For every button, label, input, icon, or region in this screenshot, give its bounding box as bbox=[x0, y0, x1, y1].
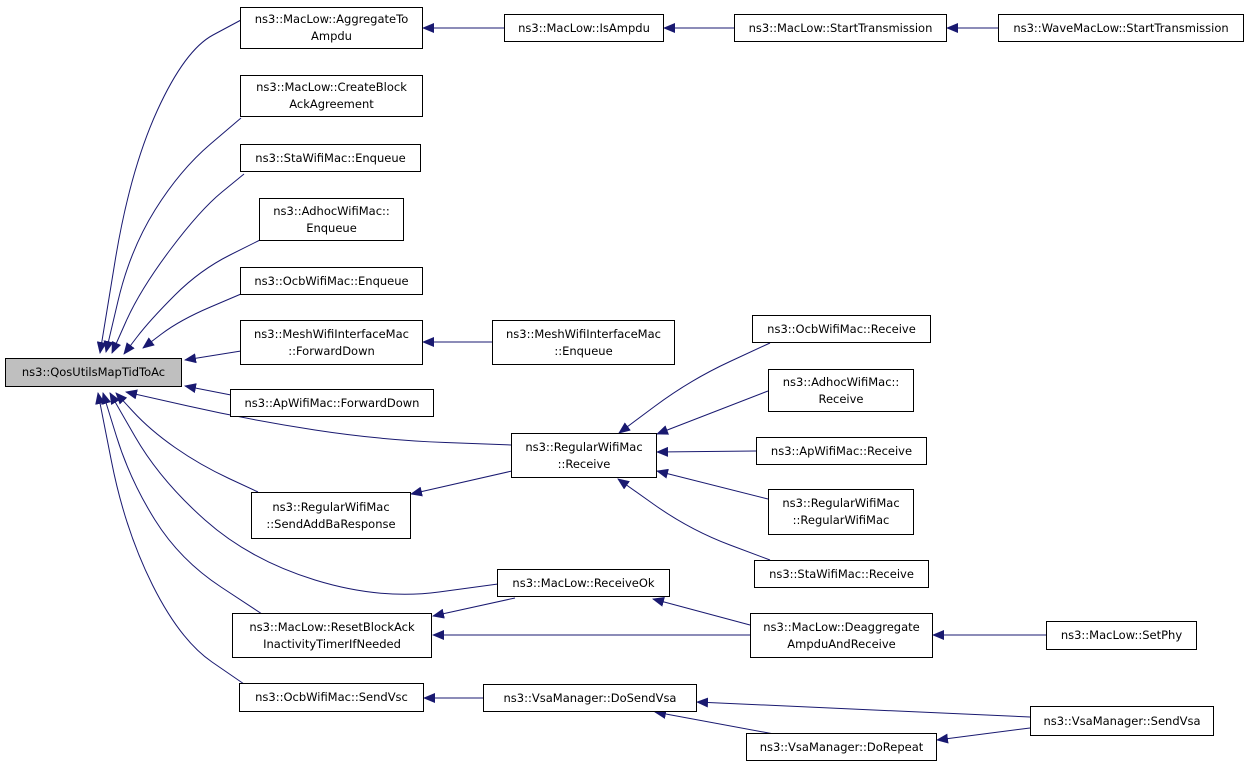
node-ap-forward-down[interactable]: ns3::ApWifiMac::ForwardDown bbox=[230, 389, 434, 417]
edge-do_repeat-to-do_send_vsa bbox=[654, 709, 775, 735]
node-label-line: ns3::MacLow::Deaggregate bbox=[763, 619, 920, 634]
edge-ap_forward_down-to-root bbox=[184, 383, 232, 396]
edge-sta_receive-to-regular_receive bbox=[617, 478, 771, 561]
node-sta-receive[interactable]: ns3::StaWifiMac::Receive bbox=[754, 560, 929, 588]
node-start-transmission[interactable]: ns3::MacLow::StartTransmission bbox=[734, 14, 947, 42]
node-label-line: ns3::StaWifiMac::Enqueue bbox=[255, 150, 406, 165]
node-ocb-receive[interactable]: ns3::OcbWifiMac::Receive bbox=[752, 315, 931, 343]
node-receive-ok[interactable]: ns3::MacLow::ReceiveOk bbox=[497, 569, 670, 597]
node-label-line: ns3::AdhocWifiMac:: bbox=[782, 374, 900, 389]
node-label-line: ns3::MacLow::IsAmpdu bbox=[518, 20, 650, 35]
node-label-line: AckAgreement bbox=[289, 97, 374, 111]
node-mesh-forward-down[interactable]: ns3::MeshWifiInterfaceMac::ForwardDown bbox=[240, 320, 423, 365]
node-label-line: ns3::MacLow::ResetBlockAck bbox=[249, 619, 415, 634]
node-mesh-enqueue[interactable]: ns3::MeshWifiInterfaceMac::Enqueue bbox=[492, 320, 675, 365]
node-label-line: ns3::MacLow::AggregateTo bbox=[254, 12, 409, 26]
node-do-repeat[interactable]: ns3::VsaManager::DoRepeat bbox=[746, 733, 937, 761]
edge-create_block_ack-to-root bbox=[103, 117, 242, 353]
node-label-line: ns3::OcbWifiMac::SendVsc bbox=[255, 690, 408, 704]
edge-receive_ok-to-reset_block_ack bbox=[432, 597, 516, 619]
node-label-line: ::Receive bbox=[557, 456, 611, 471]
node-send-addba[interactable]: ns3::RegularWifiMac::SendAddBaResponse bbox=[251, 492, 411, 539]
node-label-line: AmpduAndReceive bbox=[787, 636, 896, 651]
node-label-line: ns3::ApWifiMac::ForwardDown bbox=[244, 395, 420, 410]
node-label-line: ns3::QosUtilsMapTidToAc bbox=[21, 365, 166, 379]
node-label-line: ns3::OcbWifiMac::Enqueue bbox=[254, 273, 409, 288]
edge-ocb_enqueue-to-root bbox=[142, 293, 242, 349]
node-label-line: ns3::OcbWifiMac::Receive bbox=[767, 321, 916, 336]
node-label-line: ns3::MeshWifiInterfaceMac bbox=[254, 326, 409, 341]
node-sta-enqueue[interactable]: ns3::StaWifiMac::Enqueue bbox=[240, 144, 421, 172]
node-label-line: ::RegularWifiMac bbox=[792, 513, 890, 527]
edge-adhoc_enqueue-to-root bbox=[123, 239, 261, 355]
edge-mesh_forward_down-to-root bbox=[184, 350, 242, 364]
edge-regular_receive-to-root bbox=[125, 389, 512, 446]
edge-regular_ctor-to-regular_receive bbox=[656, 468, 769, 500]
edge-deaggregate-to-receive_ok bbox=[652, 597, 751, 626]
node-label-line: ns3::ApWifiMac::Receive bbox=[770, 443, 913, 458]
edge-adhoc_receive-to-regular_receive bbox=[656, 390, 769, 435]
edge-ap_receive-to-regular_receive bbox=[656, 446, 757, 457]
edge-send_vsa-to-do_repeat bbox=[936, 727, 1031, 744]
node-label-line: ns3::RegularWifiMac bbox=[525, 439, 643, 454]
node-label-line: ns3::WaveMacLow::StartTransmission bbox=[1013, 20, 1229, 35]
node-ocb-enqueue[interactable]: ns3::OcbWifiMac::Enqueue bbox=[240, 267, 423, 295]
node-label-line: ns3::MacLow::ReceiveOk bbox=[512, 575, 655, 590]
node-regular-receive[interactable]: ns3::RegularWifiMac::Receive bbox=[511, 433, 657, 478]
node-send-vsa[interactable]: ns3::VsaManager::SendVsa bbox=[1030, 706, 1214, 736]
node-label-line: Ampdu bbox=[311, 29, 352, 43]
node-label-line: ns3::MeshWifiInterfaceMac bbox=[506, 326, 661, 341]
node-label-line: ns3::VsaManager::DoSendVsa bbox=[503, 690, 677, 705]
node-label-line: ns3::MacLow::StartTransmission bbox=[748, 20, 933, 35]
node-regular-ctor[interactable]: ns3::RegularWifiMac::RegularWifiMac bbox=[768, 489, 914, 535]
edge-aggregate_to_ampdu-to-root bbox=[96, 19, 242, 354]
node-label-line: ns3::MacLow::SetPhy bbox=[1060, 628, 1183, 642]
node-ocb-send-vsc[interactable]: ns3::OcbWifiMac::SendVsc bbox=[239, 683, 424, 712]
node-label-line: ns3::StaWifiMac::Receive bbox=[769, 566, 914, 581]
edge-send_vsa-to-do_send_vsa bbox=[696, 697, 1031, 718]
edge-send_addba-to-root bbox=[115, 392, 259, 493]
node-label-line: ::SendAddBaResponse bbox=[266, 516, 396, 531]
node-label-line: ns3::RegularWifiMac bbox=[782, 496, 900, 510]
node-label-line: InactivityTimerIfNeeded bbox=[263, 636, 401, 651]
node-label-line: ns3::MacLow::CreateBlock bbox=[256, 80, 407, 94]
edge-ocb_receive-to-regular_receive bbox=[618, 342, 771, 434]
node-do-send-vsa[interactable]: ns3::VsaManager::DoSendVsa bbox=[483, 684, 697, 712]
edge-ocb_send_vsc-to-root bbox=[95, 392, 245, 685]
node-adhoc-receive[interactable]: ns3::AdhocWifiMac::Receive bbox=[768, 369, 914, 412]
node-wave-start-transmission[interactable]: ns3::WaveMacLow::StartTransmission bbox=[998, 14, 1244, 42]
node-label-line: ::ForwardDown bbox=[288, 343, 375, 358]
node-label-line: ns3::VsaManager::SendVsa bbox=[1043, 713, 1201, 728]
edge-sta_enqueue-to-root bbox=[111, 173, 245, 354]
node-ap-receive[interactable]: ns3::ApWifiMac::Receive bbox=[756, 437, 927, 465]
edge-reset_block_ack-to-root bbox=[101, 392, 263, 615]
edge-regular_receive-to-send_addba bbox=[410, 470, 513, 497]
node-label-line: Receive bbox=[818, 391, 864, 406]
node-label-line: ns3::AdhocWifiMac:: bbox=[273, 203, 390, 218]
node-label-line: ::Enqueue bbox=[554, 343, 613, 358]
node-adhoc-enqueue[interactable]: ns3::AdhocWifiMac::Enqueue bbox=[259, 198, 404, 241]
node-label-line: ns3::RegularWifiMac bbox=[272, 499, 390, 514]
node-is-ampdu[interactable]: ns3::MacLow::IsAmpdu bbox=[504, 14, 664, 42]
node-label-line: Enqueue bbox=[306, 220, 357, 235]
edge-receive_ok-to-root bbox=[109, 392, 499, 595]
node-root[interactable]: ns3::QosUtilsMapTidToAc bbox=[5, 358, 182, 387]
node-set-phy[interactable]: ns3::MacLow::SetPhy bbox=[1046, 621, 1197, 650]
node-label-line: ns3::VsaManager::DoRepeat bbox=[759, 739, 924, 754]
